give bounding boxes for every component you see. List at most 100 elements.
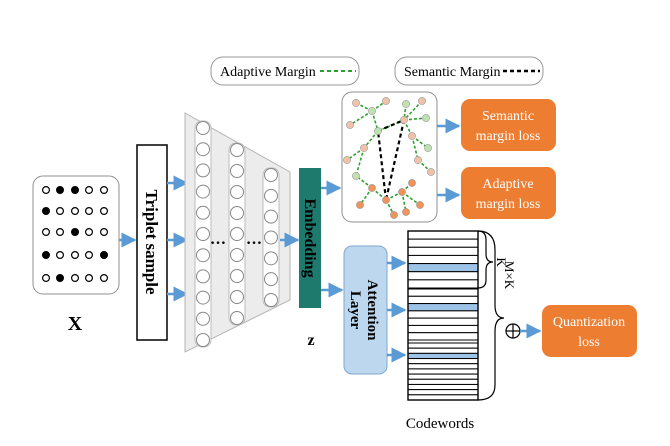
neuron-node xyxy=(196,290,210,305)
codeword-row xyxy=(407,342,479,349)
input-dot xyxy=(70,207,79,216)
codeword-row xyxy=(407,310,479,319)
neuron-node xyxy=(196,184,210,199)
label-z: z xyxy=(307,332,314,349)
neuron-node xyxy=(196,269,210,284)
neuron-node xyxy=(230,290,244,304)
semantic-loss-line2: margin loss xyxy=(476,129,541,144)
input-dot xyxy=(55,251,64,260)
attention-layer-block: Attention Layer xyxy=(343,245,388,375)
legend-adaptive-label: Adaptive Margin xyxy=(220,65,316,80)
codeword-row xyxy=(407,394,479,401)
triplet-sample-box: Triplet sample xyxy=(136,144,168,341)
codeword-row xyxy=(407,246,479,256)
graph-node xyxy=(416,201,424,209)
graph-node xyxy=(356,201,364,209)
neuron-node xyxy=(196,248,210,263)
adaptive-margin-edge xyxy=(411,135,419,161)
codeword-row xyxy=(407,358,479,365)
input-dot xyxy=(84,186,93,195)
sum-operator-icon xyxy=(505,323,521,339)
neuron-node xyxy=(264,188,278,203)
embedding-label: Embedding xyxy=(301,198,318,277)
adaptive-margin-edge xyxy=(349,110,373,126)
codeword-row xyxy=(407,383,479,391)
codeword-row xyxy=(407,288,479,297)
neuron-node xyxy=(230,185,244,199)
graph-node xyxy=(402,100,410,108)
legend-semantic-label: Semantic Margin xyxy=(404,65,501,80)
neuron-node xyxy=(196,121,210,135)
input-dot xyxy=(70,186,79,195)
graph-node xyxy=(414,156,422,164)
input-dot xyxy=(55,207,64,216)
codeword-row xyxy=(407,271,479,281)
selected-codeword xyxy=(407,352,479,360)
k-brace: K xyxy=(477,230,509,289)
ellipsis-2: … xyxy=(246,231,262,248)
graph-node xyxy=(418,97,426,105)
input-dot xyxy=(99,207,108,216)
mk-brace: M×K xyxy=(477,230,517,401)
neuron-node xyxy=(264,251,278,266)
codeword-row xyxy=(407,230,479,240)
input-dot xyxy=(84,228,93,237)
neuron-node xyxy=(264,168,278,182)
neuron-node xyxy=(230,164,244,178)
codeword-row xyxy=(407,279,479,289)
graph-node xyxy=(346,121,354,129)
neuron-node xyxy=(264,272,278,287)
graph-node xyxy=(352,172,360,180)
neuron-node xyxy=(230,206,244,220)
quantization-loss-line1: Quantization xyxy=(553,315,625,330)
mk-label: M×K xyxy=(502,261,517,290)
neuron-node xyxy=(230,311,244,325)
input-dot xyxy=(41,228,50,237)
codeword-row xyxy=(407,238,479,248)
semantic-margin-edge xyxy=(376,130,388,201)
neuron-node xyxy=(196,227,210,241)
graph-node xyxy=(390,211,398,219)
codeword-row xyxy=(407,254,479,265)
input-dot xyxy=(99,186,108,195)
graph-node xyxy=(400,116,408,124)
codeword-row xyxy=(407,295,479,305)
legend-semantic: Semantic Margin xyxy=(394,56,544,86)
margin-graph xyxy=(343,97,435,219)
input-dot xyxy=(84,207,93,216)
graph-node xyxy=(382,97,390,105)
graph-node xyxy=(402,208,410,216)
graph-node xyxy=(408,132,416,140)
input-dot xyxy=(55,228,64,237)
neuron-node xyxy=(264,209,278,224)
adaptive-margin-edge xyxy=(363,130,379,149)
codeword-row xyxy=(407,389,479,396)
graph-node xyxy=(374,127,382,135)
embedding-block: Embedding xyxy=(299,168,321,308)
input-dot xyxy=(41,186,50,195)
codeword-row xyxy=(407,378,479,385)
attention-line2: Layer xyxy=(347,291,363,330)
neuron-node xyxy=(196,333,210,347)
input-dot xyxy=(55,186,64,195)
input-dot xyxy=(84,274,93,283)
graph-node xyxy=(352,99,360,107)
codebook-frame xyxy=(407,230,479,401)
input-dot xyxy=(99,274,108,283)
codeword-row xyxy=(407,363,479,370)
legend-adaptive: Adaptive Margin xyxy=(210,56,360,86)
graph-node xyxy=(422,114,430,122)
semantic-margin-edge xyxy=(377,118,405,133)
neuron-node xyxy=(264,293,278,307)
graph-node xyxy=(368,107,376,115)
neuron-node xyxy=(230,227,244,241)
neuron-node xyxy=(230,248,244,262)
input-dot xyxy=(41,274,50,283)
graph-node xyxy=(427,168,435,176)
graph-node xyxy=(382,196,390,204)
codewords-label: Codewords xyxy=(406,416,474,432)
adaptive-margin-loss-box: Adaptive margin loss xyxy=(461,167,556,219)
neural-network: … … xyxy=(184,112,291,353)
ellipsis-1: … xyxy=(210,231,226,248)
